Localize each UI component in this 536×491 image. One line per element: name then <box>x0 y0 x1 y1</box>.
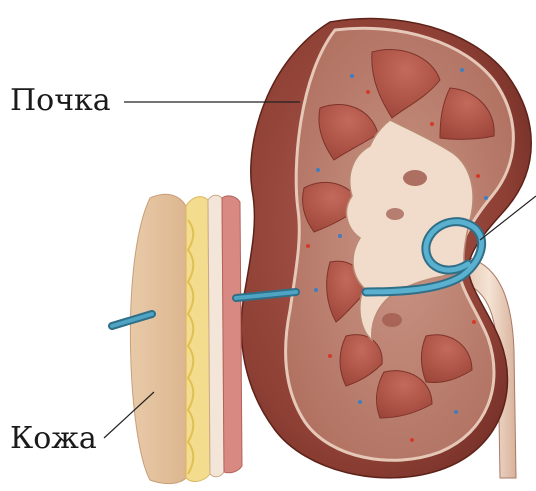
fascia-layer <box>208 195 224 477</box>
muscle-layer <box>222 196 242 473</box>
skin-label: Кожа <box>10 424 97 454</box>
calyx <box>403 170 427 186</box>
skin-surface <box>130 194 186 483</box>
kidney-label: Почка <box>10 86 111 116</box>
skin-section <box>130 194 242 483</box>
calyx <box>382 313 402 327</box>
calyx <box>386 208 404 220</box>
